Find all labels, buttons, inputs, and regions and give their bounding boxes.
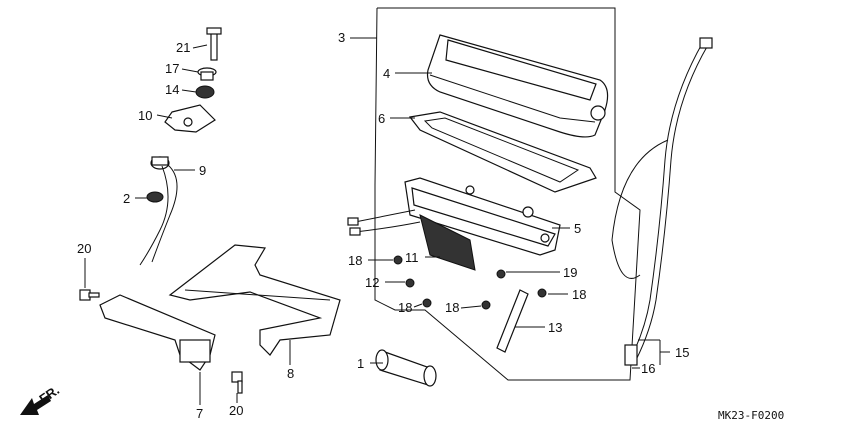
callout-18-a: 18: [348, 253, 362, 268]
diagram-code: MK23-F0200: [718, 409, 784, 422]
callout-14: 14: [165, 82, 179, 97]
callout-15: 15: [675, 345, 689, 360]
callout-10: 10: [138, 108, 152, 123]
screw-group: [393, 255, 547, 310]
callout-7: 7: [196, 406, 203, 421]
callout-17: 17: [165, 61, 179, 76]
gasket: [408, 111, 597, 193]
callout-13: 13: [548, 320, 562, 335]
callout-2: 2: [123, 191, 130, 206]
callout-8: 8: [287, 366, 294, 381]
meter-cover: [426, 34, 609, 138]
callout-6: 6: [378, 111, 385, 126]
callout-18-d: 18: [572, 287, 586, 302]
assembly-outline: [374, 7, 641, 381]
leader-lines: [84, 44, 670, 405]
callout-9: 9: [199, 163, 206, 178]
callout-11: 11: [405, 250, 419, 265]
callout-18-c: 18: [445, 300, 459, 315]
callout-20-bottom: 20: [229, 403, 243, 418]
callout-3: 3: [338, 30, 345, 45]
callout-1: 1: [357, 356, 364, 371]
meter-assembly: [404, 177, 561, 271]
tube: [496, 289, 529, 353]
callout-5: 5: [574, 221, 581, 236]
cushion-roll: [375, 349, 437, 387]
callout-18-b: 18: [398, 300, 412, 315]
stay-bracket: [99, 294, 216, 371]
meter-wiring: [347, 209, 421, 236]
fastener-stack: [164, 27, 222, 133]
meter-stay: [168, 244, 341, 356]
speedometer-cable: [611, 37, 713, 366]
callout-4: 4: [383, 66, 390, 81]
callout-12: 12: [365, 275, 379, 290]
callout-20-left: 20: [77, 241, 91, 256]
bolt-20-bottom: [231, 371, 243, 394]
callout-21: 21: [176, 40, 190, 55]
callout-19: 19: [563, 265, 577, 280]
speed-sensor: [139, 156, 178, 266]
front-direction-arrow: [20, 395, 51, 415]
bolt-20-left: [79, 289, 100, 301]
callout-16: 16: [641, 361, 655, 376]
